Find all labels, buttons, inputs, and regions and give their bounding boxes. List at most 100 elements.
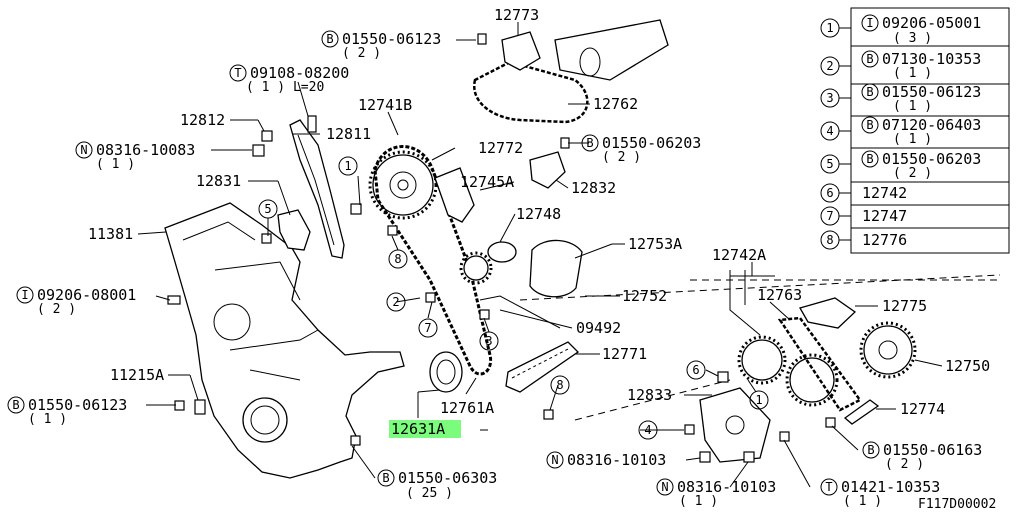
marker-8-lower: 8 bbox=[550, 375, 570, 395]
callout-symbol: B bbox=[326, 32, 333, 46]
svg-text:5: 5 bbox=[826, 157, 833, 171]
svg-text:B: B bbox=[866, 85, 873, 99]
callout-12773: 12773 bbox=[494, 6, 539, 24]
legend-quantity: ( 1 ) bbox=[893, 132, 932, 147]
cam-sprocket-hub-drawing bbox=[389, 171, 417, 199]
callout-symbol: B bbox=[867, 443, 874, 457]
callout-12763: 12763 bbox=[757, 286, 802, 304]
cam-chain-upper-drawing bbox=[472, 60, 589, 124]
bracket-12775-drawing bbox=[799, 297, 857, 329]
callout-symbol: N bbox=[80, 143, 87, 157]
legend-row-5: 5 B 01550-06203 ( 2 ) bbox=[820, 150, 981, 181]
callout-part-number: 01550-06123 bbox=[342, 30, 441, 48]
callout-symbol: T bbox=[234, 66, 241, 80]
legend-quantity: ( 1 ) bbox=[893, 66, 932, 81]
callout-12772: 12772 bbox=[478, 139, 523, 157]
callout-quantity: ( 2 ) bbox=[342, 46, 381, 61]
callout-09108-08200: T 09108-08200 ( 1 ) L=20 bbox=[229, 64, 349, 95]
svg-text:8: 8 bbox=[556, 378, 563, 392]
callout-12833: 12833 bbox=[627, 386, 672, 404]
right-sprocket-a-teeth-drawing bbox=[737, 335, 787, 385]
callout-12753A: 12753A bbox=[628, 235, 682, 253]
callout-12775: 12775 bbox=[882, 297, 927, 315]
callout-quantity: ( 1 ) bbox=[28, 412, 67, 427]
callout-12750: 12750 bbox=[945, 357, 990, 375]
callout-part-number: 01421-10353 bbox=[841, 478, 940, 496]
circle-markers: 1 2 3 4 5 5 6 7 8 8 1 bbox=[258, 156, 769, 440]
marker-7: 7 bbox=[418, 318, 438, 338]
chain-guide-inner-drawing bbox=[297, 134, 335, 246]
callout-12748: 12748 bbox=[516, 205, 561, 223]
callout-part-number: 09108-08200 bbox=[250, 64, 349, 82]
callout-01550-06123-left: B 01550-06123 ( 1 ) bbox=[7, 396, 127, 427]
callout-part-number: 08316-10103 bbox=[567, 451, 666, 469]
svg-text:B: B bbox=[866, 152, 873, 166]
sprocket-12750-drawing bbox=[863, 325, 913, 375]
callout-labels: B 01550-06123 ( 2 ) 12773 T 09108-08200 … bbox=[7, 6, 990, 509]
svg-text:B: B bbox=[866, 52, 873, 66]
figure-code: F117D00002 bbox=[918, 497, 996, 512]
callout-12631A-highlighted[interactable]: 12631A bbox=[389, 420, 461, 438]
sprocket-12750-hub-drawing bbox=[878, 340, 898, 360]
callout-symbol: B bbox=[586, 136, 593, 150]
callout-12832: 12832 bbox=[571, 179, 616, 197]
legend-part-number: 12742 bbox=[862, 184, 907, 202]
callout-symbol: N bbox=[551, 453, 558, 467]
svg-text:3: 3 bbox=[485, 334, 492, 348]
crank-sprocket-teeth-drawing bbox=[459, 251, 493, 285]
legend-part-number: 07130-10353 bbox=[882, 50, 981, 68]
right-sprocket-a-drawing bbox=[741, 339, 783, 381]
oil-seal-drawing bbox=[429, 351, 463, 393]
dashed-relation-lines bbox=[519, 274, 1001, 421]
idler-shaft-drawing bbox=[529, 239, 583, 298]
callout-quantity: ( 2 ) bbox=[37, 302, 76, 317]
fastener-drawings bbox=[167, 33, 836, 463]
crank-sprocket-drawing bbox=[463, 255, 489, 281]
callout-quantity: ( 25 ) bbox=[406, 486, 453, 501]
leader-lines bbox=[137, 22, 943, 488]
legend-quantity: ( 3 ) bbox=[893, 31, 932, 46]
callout-12762: 12762 bbox=[593, 95, 638, 113]
callout-symbol: I bbox=[21, 288, 28, 302]
legend-row-1: 1 I 09206-05001 ( 3 ) bbox=[820, 14, 981, 46]
callout-01550-06163: B 01550-06163 ( 2 ) bbox=[862, 441, 982, 472]
callout-08316-10103-bottom: N 08316-10103 ( 1 ) bbox=[656, 478, 776, 509]
callout-09206-08001: I 09206-08001 ( 2 ) bbox=[16, 286, 136, 317]
svg-text:4: 4 bbox=[826, 124, 833, 138]
svg-text:7: 7 bbox=[826, 209, 833, 223]
timing-cover-drawing bbox=[164, 202, 405, 479]
tensioner-arm-drawing bbox=[277, 209, 311, 251]
cover-inner-bore-drawing bbox=[250, 405, 280, 435]
legend-quantity: ( 1 ) bbox=[893, 99, 932, 114]
legend-part-number: 01550-06203 bbox=[882, 150, 981, 168]
callout-part-number: 01550-06123 bbox=[28, 396, 127, 414]
callout-symbol: N bbox=[661, 480, 668, 494]
cover-edge-drawing bbox=[182, 221, 256, 241]
marker-2: 2 bbox=[386, 292, 406, 312]
svg-text:I: I bbox=[866, 16, 873, 30]
marker-5-left: 5 bbox=[258, 199, 278, 219]
callout-12761A: 12761A bbox=[440, 399, 494, 417]
callout-01550-06203: B 01550-06203 ( 2 ) bbox=[581, 134, 701, 165]
marker-6: 6 bbox=[686, 360, 706, 380]
cam-sprocket-teeth-drawing bbox=[368, 150, 438, 220]
cam-sprocket-drawing bbox=[372, 154, 434, 216]
callout-quantity: ( 1 ) bbox=[843, 494, 882, 509]
tension-arm-drawing bbox=[479, 295, 561, 329]
svg-text:B: B bbox=[866, 118, 873, 132]
svg-text:5: 5 bbox=[264, 202, 271, 216]
callout-12811: 12811 bbox=[326, 125, 371, 143]
sprocket-12750-teeth-drawing bbox=[859, 321, 917, 379]
oil-seal-inner-drawing bbox=[436, 359, 456, 385]
guide-12774-drawing bbox=[843, 399, 880, 425]
callout-12631A: 12631A bbox=[391, 420, 445, 438]
marker-4: 4 bbox=[638, 420, 658, 440]
camshaft-drawing bbox=[554, 19, 669, 81]
callout-12831: 12831 bbox=[196, 172, 241, 190]
upper-guide-drawing bbox=[434, 167, 475, 223]
callout-part-number: 08316-10083 bbox=[96, 141, 195, 159]
cover-rib-drawing bbox=[214, 261, 319, 381]
legend-row-3: 3 B 01550-06123 ( 1 ) bbox=[820, 83, 981, 114]
callout-part-number: 01550-06303 bbox=[398, 469, 497, 487]
